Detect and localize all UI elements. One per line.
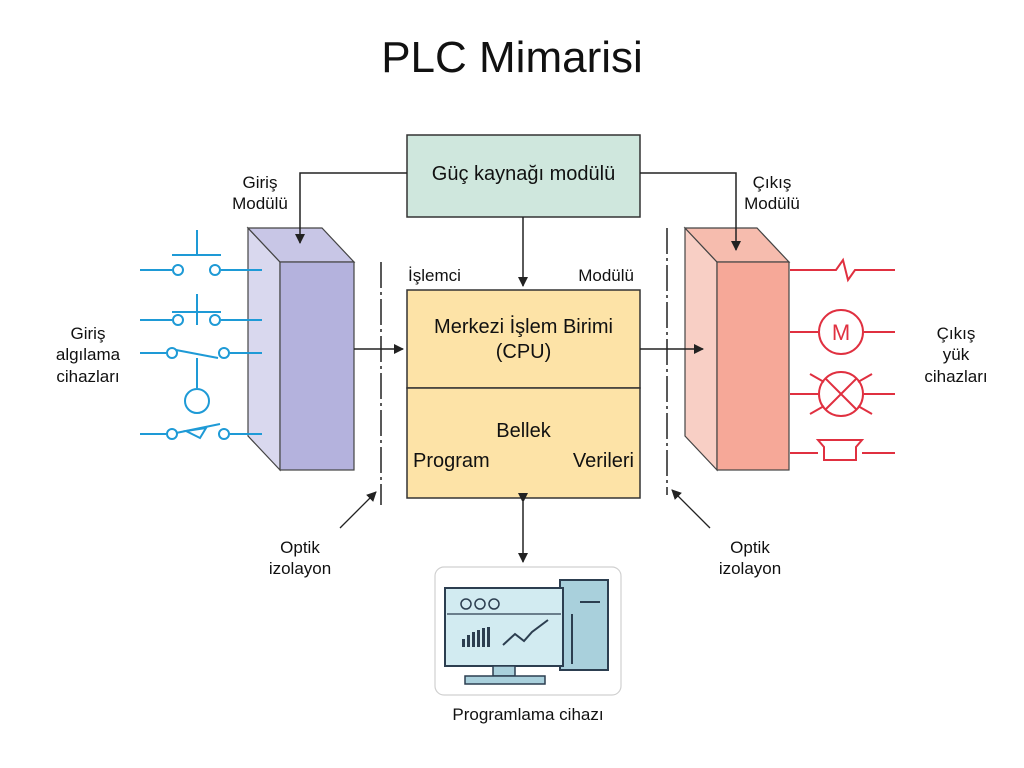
memory-title: Bellek	[496, 420, 551, 442]
optical-right-line2: izolayon	[718, 559, 782, 579]
input-devices-label-line1: Giriş	[70, 324, 106, 343]
input-module-label-line1: Giriş	[242, 173, 278, 192]
cpu-label-line2: (CPU)	[495, 341, 552, 363]
memory-program-label: Program	[413, 450, 490, 472]
power-lines	[295, 172, 741, 287]
input-devices-label-line2: algılama	[55, 345, 121, 365]
output-devices-label-line1: Çıkış	[936, 324, 976, 343]
page-title: PLC Mimarisi	[381, 33, 643, 82]
power-supply-box	[406, 134, 641, 218]
programming-device-label: Programlama cihazı	[452, 705, 604, 724]
output-module-block	[683, 226, 791, 472]
input-devices-label: Giriş algılama cihazları	[38, 323, 138, 387]
input-module-label-line2: Modülü	[232, 194, 288, 214]
power-supply-label: Güç kaynağı modülü	[431, 163, 616, 185]
cpu-label: Merkezi İşlem Birimi (CPU)	[407, 315, 640, 365]
cpu-box	[406, 289, 641, 389]
memory-box	[406, 387, 641, 499]
output-module-label: Çıkış Modülü	[722, 172, 822, 215]
processor-module-right-label: Modülü	[578, 266, 634, 285]
optical-isolation-left-label: Optik izolayon	[250, 537, 350, 580]
signal-arrows	[354, 344, 704, 563]
optical-left-line2: izolayon	[268, 559, 332, 579]
motor-symbol-letter: M	[832, 320, 850, 345]
output-devices-symbols	[790, 257, 895, 461]
input-module-block	[246, 226, 356, 472]
optical-isolation-right-label: Optik izolayon	[700, 537, 800, 580]
output-devices-label-line3: cihazları	[924, 366, 988, 386]
output-devices-label-line2: yük	[942, 345, 970, 365]
input-module-label: Giriş Modülü	[210, 172, 310, 215]
cpu-label-line1: Merkezi İşlem Birimi	[434, 316, 613, 338]
output-module-label-line1: Çıkış	[752, 173, 792, 192]
input-devices-symbols	[140, 230, 262, 440]
optical-left-line1: Optik	[280, 538, 320, 557]
output-devices-label: Çıkış yük cihazları	[906, 323, 1006, 387]
optical-right-line1: Optik	[730, 538, 770, 557]
memory-data-label: Verileri	[572, 450, 634, 472]
optical-isolation-lines	[380, 228, 668, 505]
output-module-label-line2: Modülü	[744, 194, 800, 214]
input-devices-label-line3: cihazları	[56, 366, 120, 386]
optical-pointer-arrows	[339, 489, 711, 529]
processor-module-left-label: İşlemci	[408, 266, 461, 285]
programming-device-icon	[434, 566, 622, 696]
